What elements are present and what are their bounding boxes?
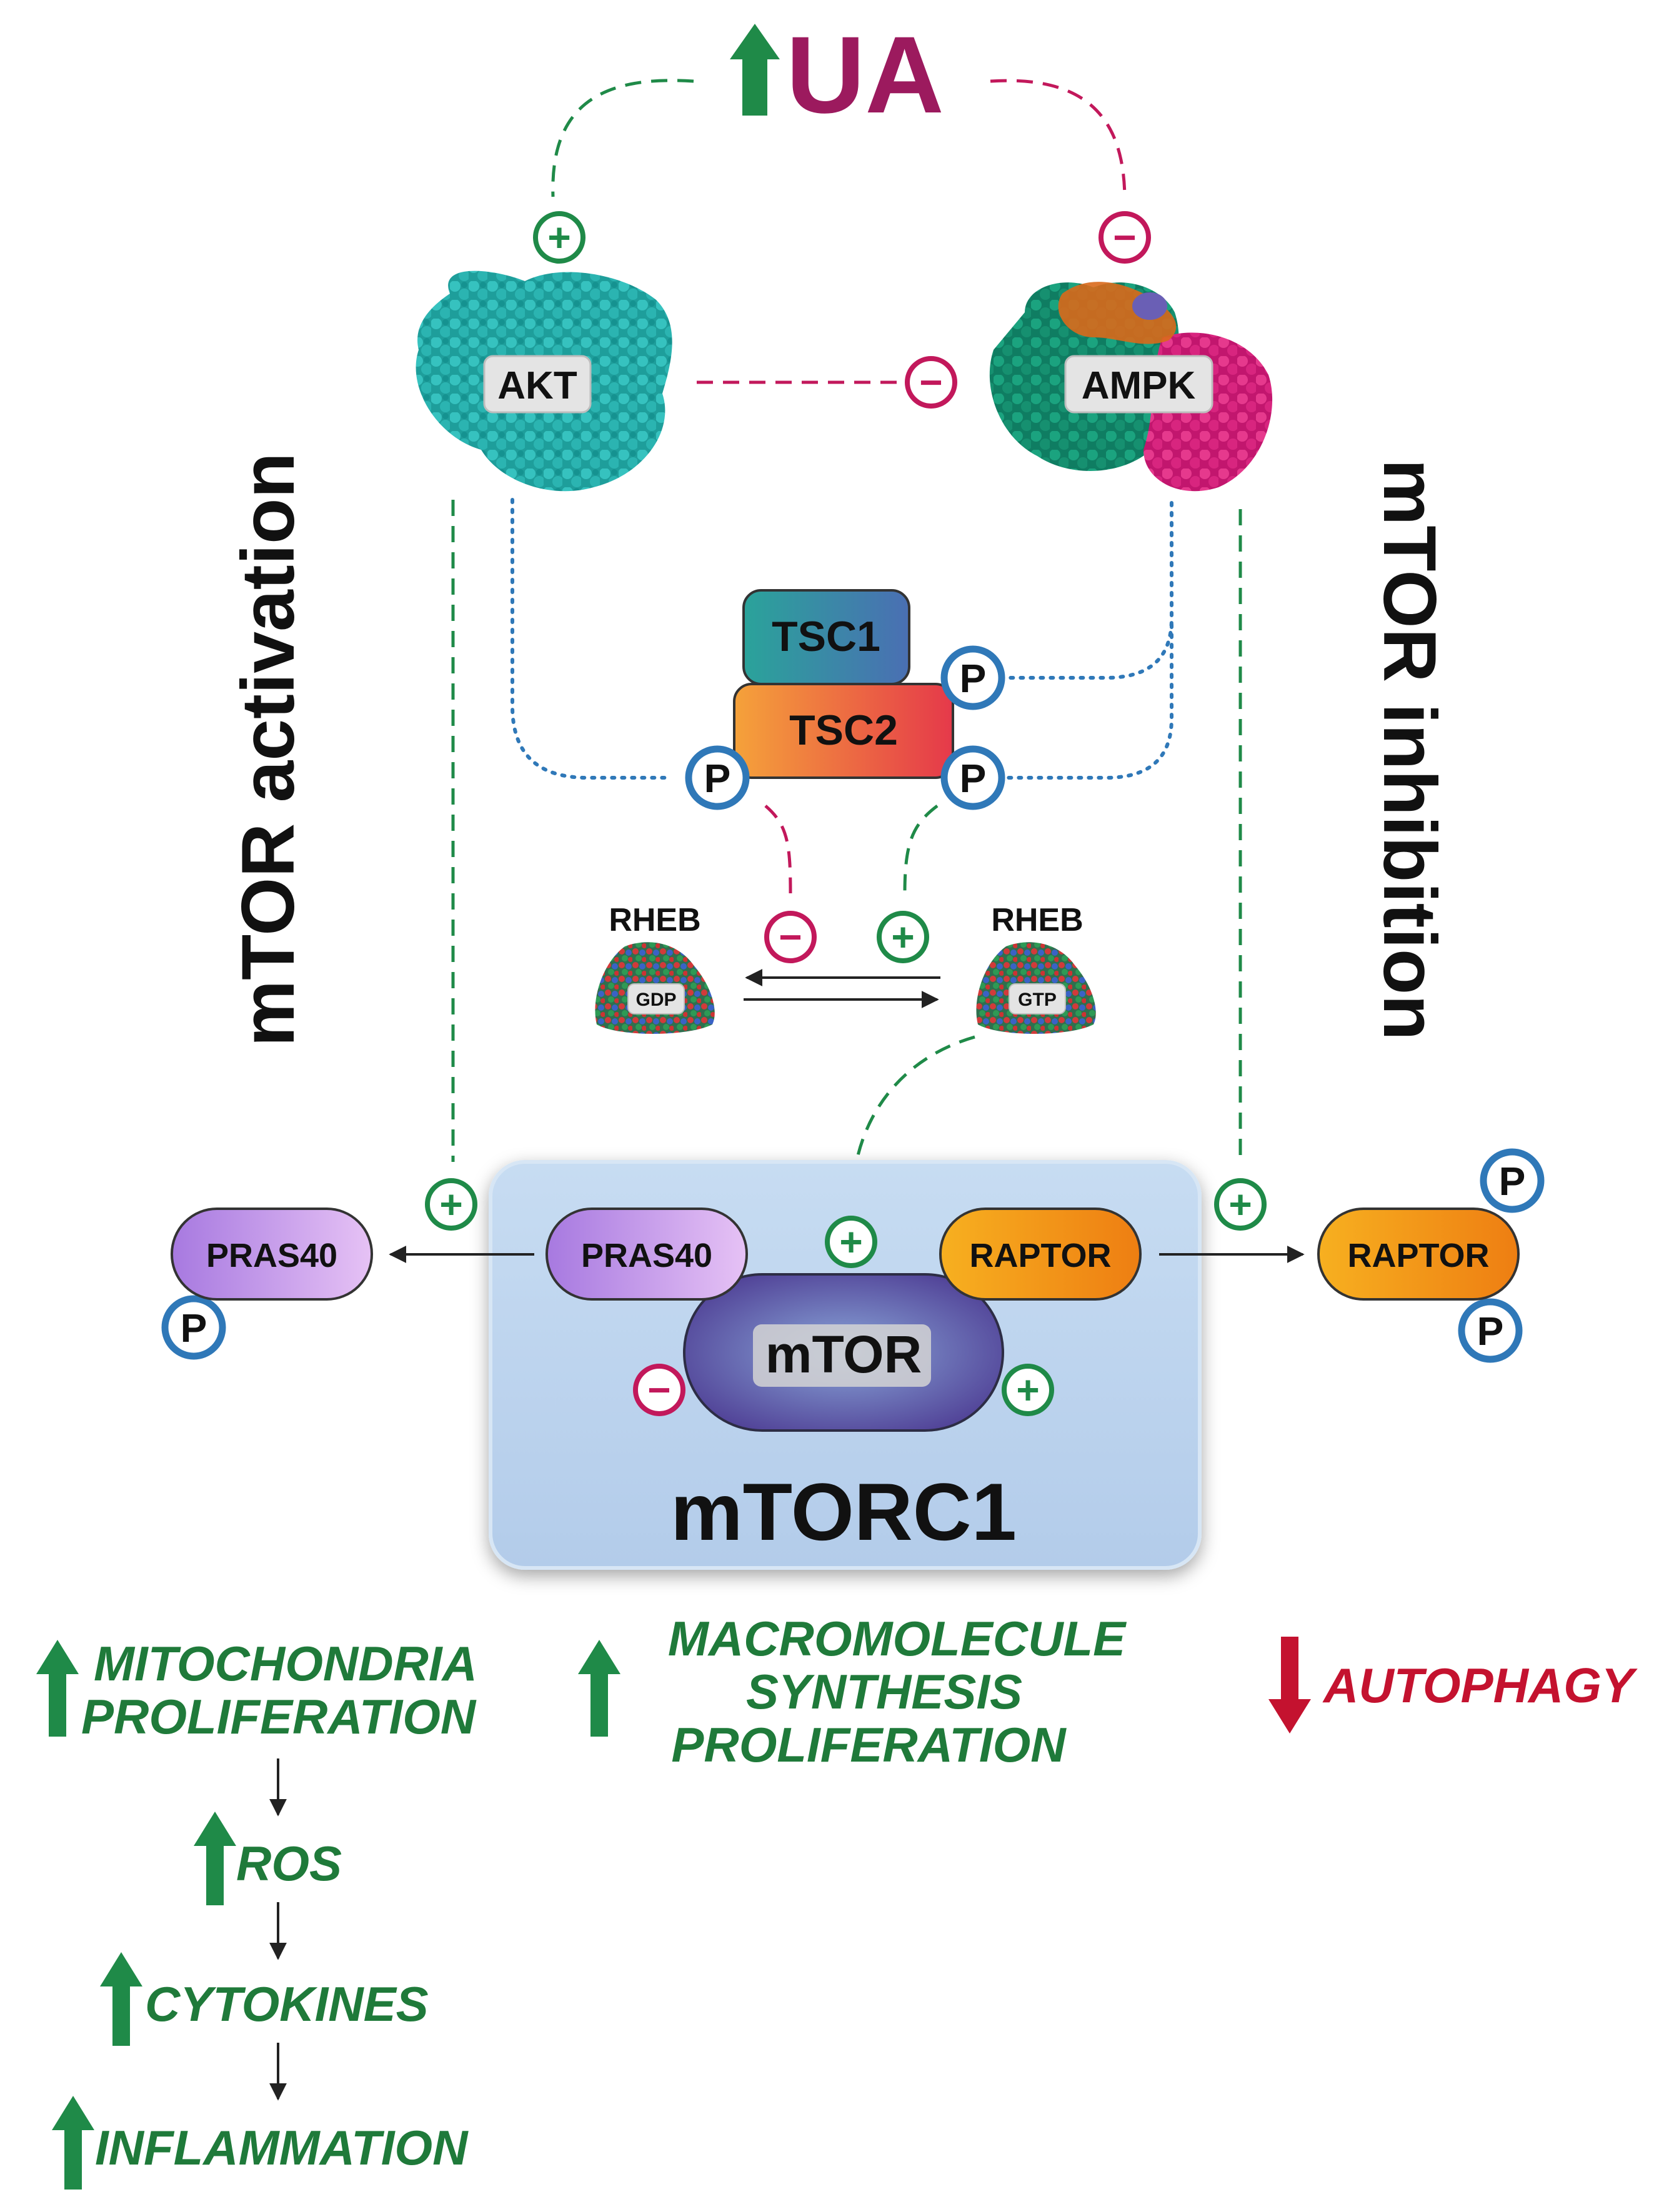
outcomes-middle: MACROMOLECULE SYNTHESIS PROLIFERATION — [578, 1611, 1127, 1772]
minus-sign-pras40-mtor: − — [633, 1364, 685, 1416]
ampk-label: AMPK — [1082, 364, 1196, 407]
phospho-badge-tsc2-top-right: P — [940, 645, 1005, 710]
pras40-outer-label: PRAS40 — [206, 1237, 337, 1274]
akt-label-box — [483, 355, 592, 414]
outcome-synthesis: SYNTHESIS — [746, 1664, 1022, 1719]
gtp-label-box — [1009, 983, 1066, 1014]
pras40-inner-label: PRAS40 — [581, 1237, 712, 1274]
tsc2-box — [733, 683, 954, 779]
mtorc1-complex: mTOR PRAS40 RAPTOR mTORC1 — [489, 1160, 1202, 1570]
up-arrow-icon-cytokines — [100, 1952, 142, 2046]
svg-text:−: − — [919, 360, 942, 405]
outcomes-right: AUTOPHAGY — [1268, 1637, 1638, 1733]
phospho-label: P — [1499, 1159, 1526, 1204]
mtor-activation-label: mTOR activation — [226, 452, 310, 1046]
mtor-label-box — [753, 1324, 931, 1387]
ampk-protein-purple-spot — [1132, 292, 1167, 320]
ua-label: UA — [786, 14, 944, 136]
plus-sign-raptor-mtor: + — [1002, 1364, 1054, 1416]
up-arrow-icon-macromolecule — [578, 1640, 620, 1737]
svg-text:+: + — [1016, 1367, 1039, 1412]
phospho-label: P — [960, 756, 987, 801]
phospho-label: P — [704, 756, 731, 801]
tsc2-to-rheb-gtp-dashed-line — [903, 805, 939, 894]
gdp-label-box — [627, 983, 685, 1014]
outcomes-left: MITOCHONDRIA PROLIFERATION ROS CYTOKINES… — [36, 1636, 477, 2190]
phospho-badge-pras40-out: P — [161, 1295, 226, 1360]
up-arrow-icon-ros — [194, 1812, 236, 1905]
phospho-badge-tsc2-left: P — [685, 745, 750, 810]
pras40-inner-box — [546, 1208, 748, 1301]
akt-protein: AKT — [416, 270, 672, 492]
plus-sign-akt-mtorc1: + — [425, 1178, 477, 1231]
phospho-badges: P P P P P P — [161, 645, 1545, 1363]
svg-text:+: + — [439, 1182, 462, 1227]
rheb-right-label: RHEB — [991, 902, 1083, 938]
rheb-gtp: RHEB GTP — [976, 902, 1096, 1034]
svg-text:+: + — [891, 915, 914, 960]
rheb-left-label: RHEB — [609, 902, 700, 938]
minus-sign-ua-ampk: − — [1099, 211, 1151, 264]
mtor-label: mTOR — [765, 1325, 922, 1384]
outcome-proliferation-middle: PROLIFERATION — [671, 1717, 1067, 1772]
plus-sign-rheb-gtp: + — [877, 911, 929, 963]
phospho-badge-raptor-out-top: P — [1480, 1148, 1545, 1213]
phospho-label: P — [1477, 1309, 1504, 1354]
ampk-to-tsc2-upper-dotted-line — [1004, 501, 1173, 680]
up-arrow-icon-inflammation — [52, 2096, 94, 2190]
tsc1-label: TSC1 — [772, 613, 880, 660]
rheb-gdp: RHEB GDP — [595, 902, 715, 1034]
connectors — [451, 79, 1242, 1392]
outcome-macromolecule: MACROMOLECULE — [668, 1611, 1127, 1666]
ua-header: UA — [730, 14, 944, 136]
plus-sign-rheb-mtor: + — [825, 1216, 877, 1268]
gtp-label: GTP — [1018, 989, 1057, 1010]
phospho-label: P — [181, 1306, 207, 1351]
svg-text:+: + — [839, 1219, 862, 1264]
phospho-label: P — [960, 656, 987, 701]
up-arrow-icon-mitochondria — [36, 1640, 79, 1737]
svg-text:+: + — [1228, 1182, 1252, 1227]
outcome-inflammation: INFLAMMATION — [95, 2120, 469, 2175]
ampk-label-box — [1064, 355, 1213, 414]
outcome-proliferation-left: PROLIFERATION — [81, 1689, 477, 1744]
svg-text:−: − — [647, 1367, 670, 1412]
mtorc1-label: mTORC1 — [670, 1466, 1017, 1557]
ua-up-arrow-icon — [730, 24, 780, 116]
svg-text:−: − — [779, 915, 802, 960]
down-arrow-icon-autophagy — [1268, 1637, 1311, 1733]
raptor-outer-box — [1317, 1208, 1520, 1301]
phospho-badge-raptor-out-bottom: P — [1458, 1298, 1523, 1363]
plus-sign-ampk-mtorc1: + — [1214, 1178, 1267, 1231]
minus-sign-rheb-gdp: − — [764, 911, 817, 963]
raptor-inner-box — [939, 1208, 1142, 1301]
tsc2-to-rheb-gdp-dashed-line — [764, 805, 792, 894]
svg-text:+: + — [547, 215, 570, 260]
tsc-complex: TSC1 TSC2 — [733, 589, 954, 779]
outcome-ros: ROS — [236, 1836, 342, 1891]
outcome-autophagy: AUTOPHAGY — [1322, 1658, 1638, 1713]
pras40-outer-box — [171, 1208, 373, 1301]
minus-sign-akt-ampk: − — [905, 356, 957, 409]
tsc2-label: TSC2 — [789, 707, 898, 754]
ua-to-ampk-dashed-line — [990, 79, 1127, 201]
ampk-protein: AMPK — [989, 282, 1273, 492]
outcome-cytokines: CYTOKINES — [145, 1976, 429, 2031]
gdp-label: GDP — [635, 989, 676, 1010]
plus-sign-ua-akt: + — [533, 211, 585, 264]
raptor-outer-label: RAPTOR — [1347, 1237, 1489, 1274]
akt-label: AKT — [497, 364, 577, 407]
raptor-inner-label: RAPTOR — [969, 1237, 1111, 1274]
mtor-inhibition-label: mTOR inhibition — [1368, 459, 1452, 1041]
phospho-badge-tsc2-right: P — [940, 745, 1005, 810]
ampk-to-tsc2-lower-dotted-line — [1004, 623, 1173, 780]
svg-text:−: − — [1113, 215, 1136, 260]
akt-to-tsc2-dotted-line — [511, 498, 674, 780]
ua-to-akt-dashed-line — [551, 79, 694, 197]
regulation-signs: + − − − + + + + − + — [425, 211, 1267, 1416]
outcome-mitochondria: MITOCHONDRIA — [94, 1636, 477, 1691]
